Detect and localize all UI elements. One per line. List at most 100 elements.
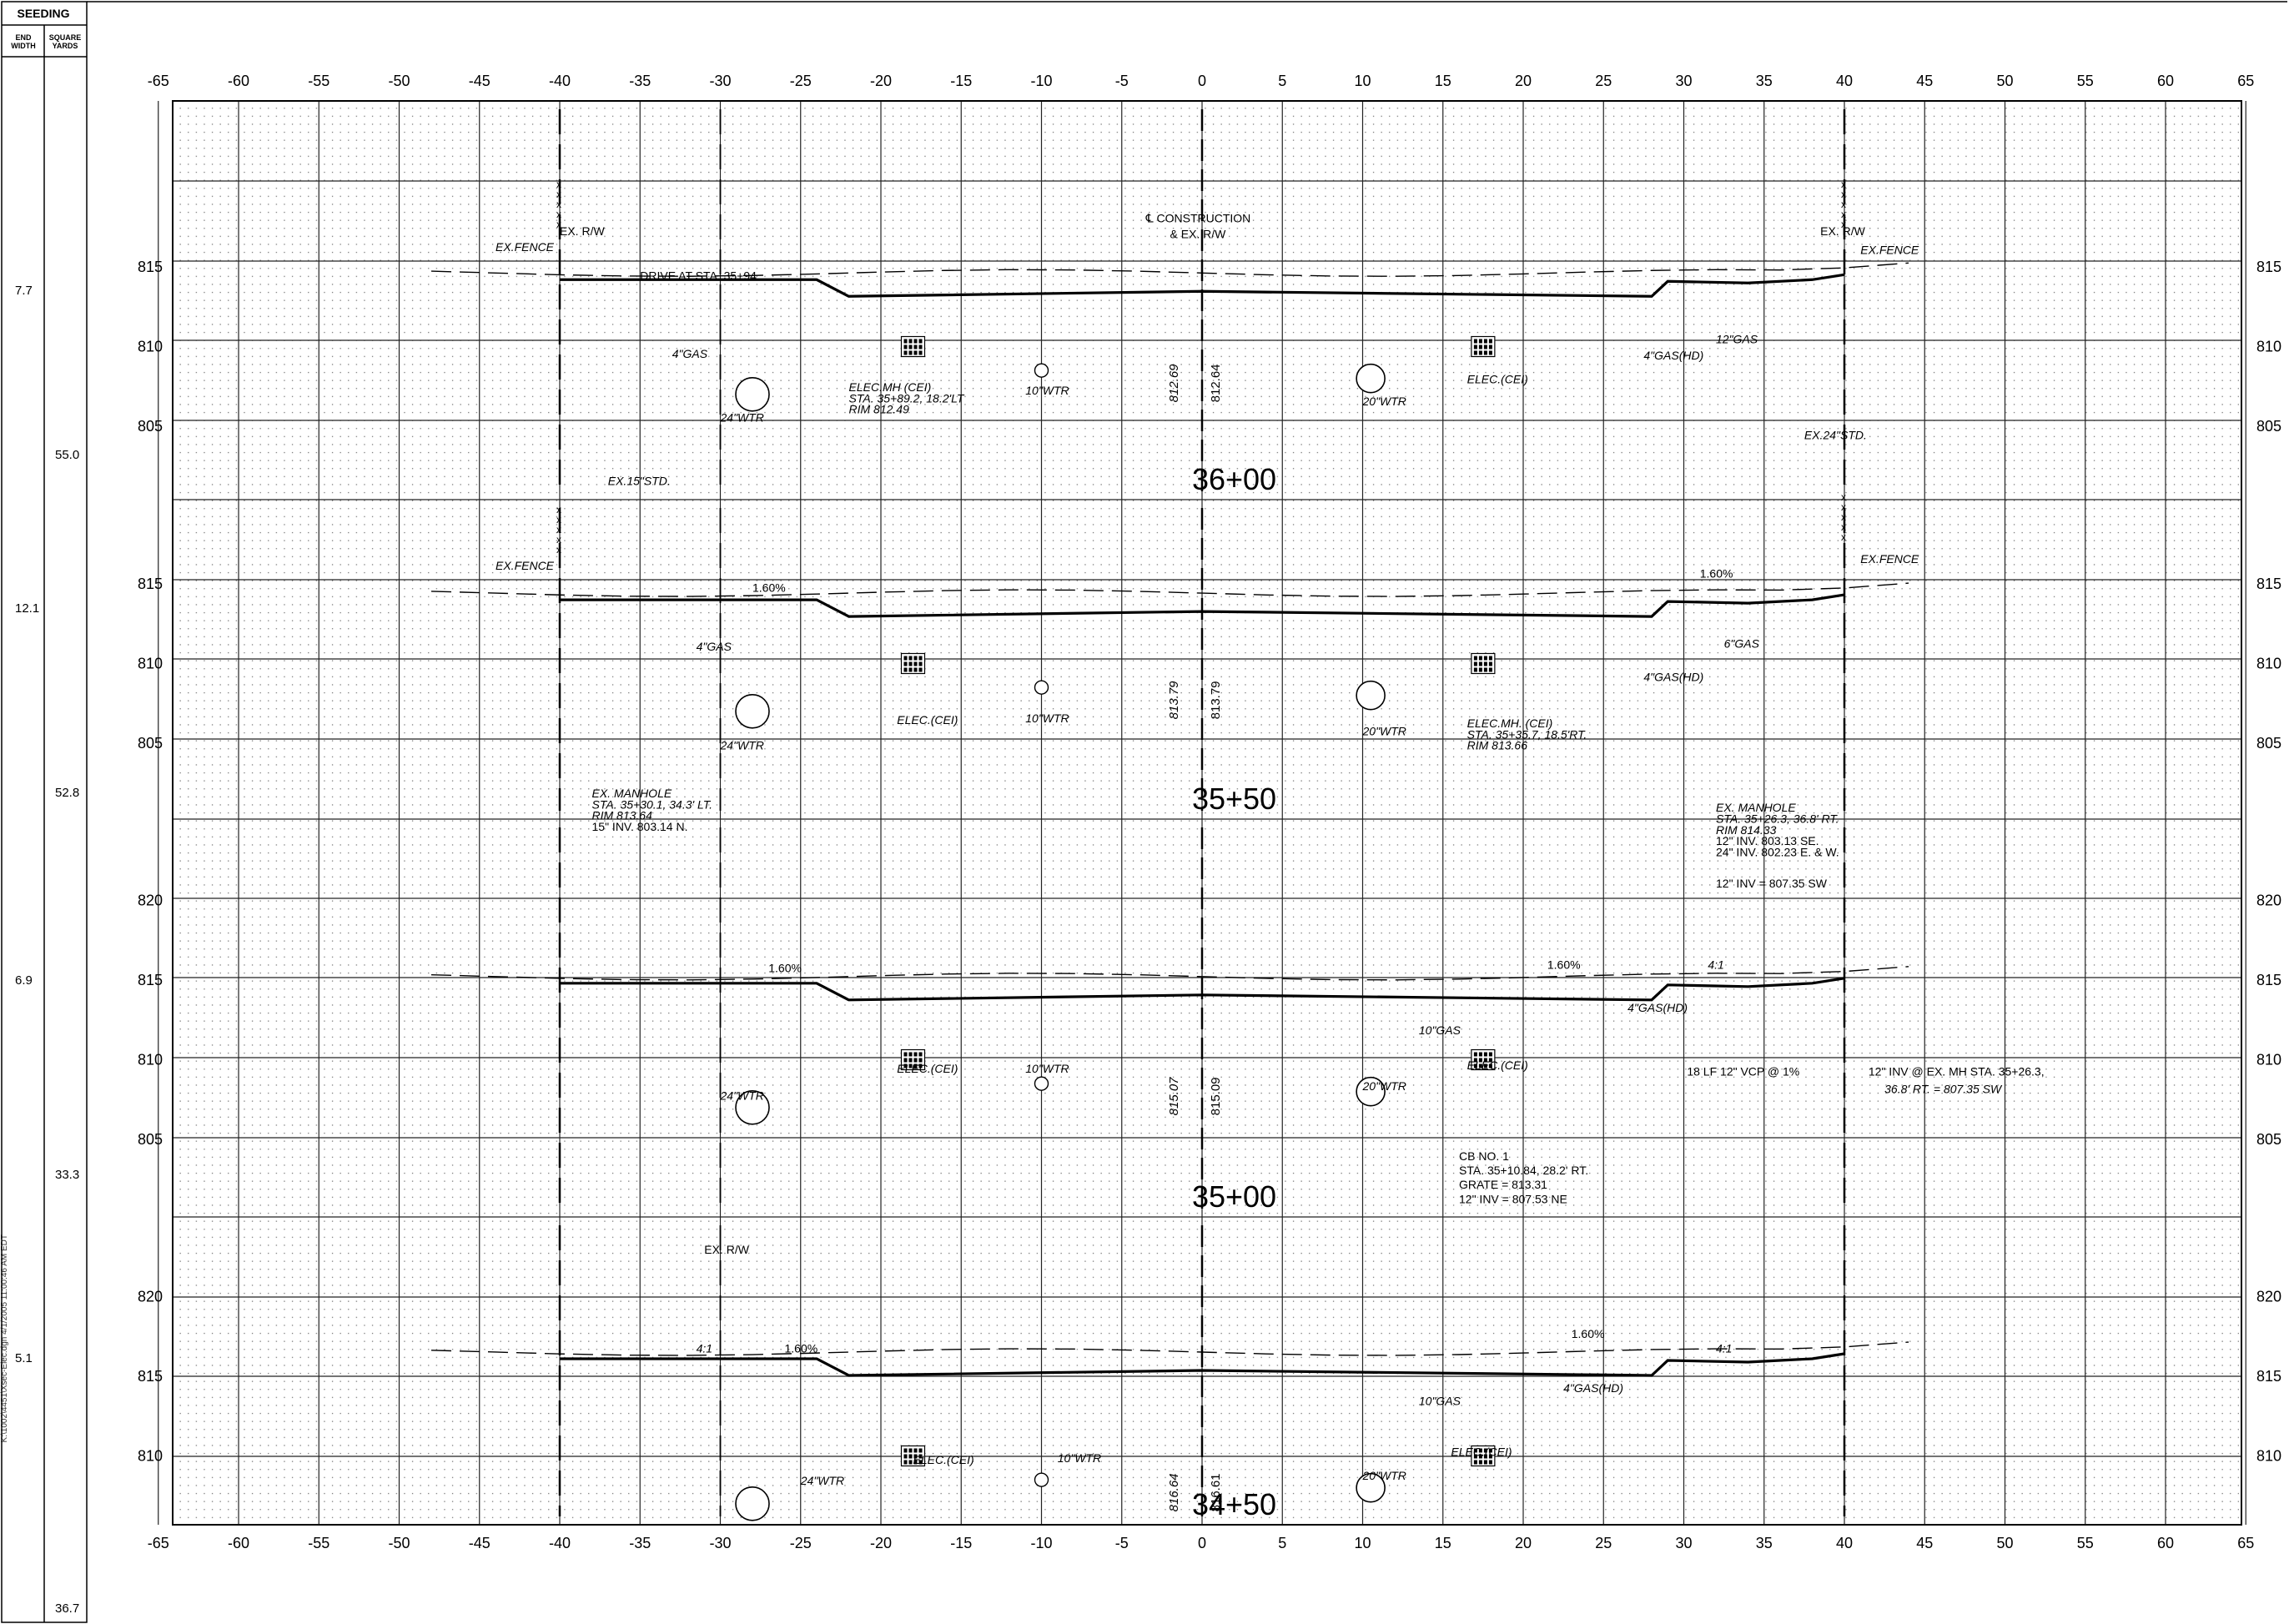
x-tick-label-top: -40 bbox=[549, 73, 571, 89]
x-tick-label-top: 30 bbox=[1675, 73, 1692, 89]
seeding-width-4: 5.1 bbox=[15, 1351, 33, 1365]
annotation-label: RIM 813.66 bbox=[1467, 739, 1528, 752]
annotation-label: 36.8' RT. = 807.35 SW bbox=[1884, 1083, 2003, 1096]
duct-cell bbox=[908, 1460, 913, 1465]
existing-ground-line bbox=[430, 582, 1909, 597]
fence-marker: x bbox=[1841, 178, 1846, 190]
elev-label-left: 815 bbox=[138, 972, 163, 988]
annotation-label: EX.FENCE bbox=[496, 240, 555, 254]
annotation-label: 12" INV @ EX. MH STA. 35+26.3, bbox=[1869, 1065, 2045, 1078]
duct-cell bbox=[908, 1448, 913, 1453]
duct-cell bbox=[1478, 344, 1482, 349]
duct-cell bbox=[1483, 667, 1487, 672]
x-tick-label-top: 40 bbox=[1836, 73, 1853, 89]
fence-marker: x bbox=[556, 534, 561, 546]
x-tick-label-top: -35 bbox=[629, 73, 651, 89]
fence-marker: x bbox=[1841, 209, 1846, 220]
fence-marker: x bbox=[556, 209, 561, 220]
annotation-label: 24" INV. 802.23 E. & W. bbox=[1716, 846, 1839, 859]
fence-marker: x bbox=[1841, 501, 1846, 513]
fence-marker: x bbox=[556, 544, 561, 556]
annotation-label: EX.FENCE bbox=[1860, 244, 1919, 257]
x-tick-label-top: -30 bbox=[709, 73, 731, 89]
x-tick-label-top: 5 bbox=[1278, 73, 1286, 89]
annotation-label: 1.60% bbox=[1572, 1327, 1605, 1340]
seeding-width-3: 6.9 bbox=[15, 973, 33, 988]
annotation-label: 12" INV = 807.35 SW bbox=[1716, 877, 1828, 890]
water-main-pipe bbox=[735, 1090, 770, 1125]
x-tick-label-bottom: -20 bbox=[870, 1535, 892, 1551]
elev-label-right: 810 bbox=[2256, 1448, 2281, 1465]
annotation-label: EX.24"STD. bbox=[1804, 428, 1867, 441]
duct-cell bbox=[903, 656, 908, 661]
duct-cell bbox=[918, 1063, 923, 1068]
elev-label-left: 805 bbox=[138, 418, 163, 435]
duct-cell bbox=[1478, 1058, 1482, 1063]
duct-cell bbox=[1478, 1460, 1482, 1465]
duct-cell bbox=[918, 339, 923, 344]
centerline-elevation: 812.64 bbox=[1209, 364, 1223, 402]
x-tick-label-bottom: -35 bbox=[629, 1535, 651, 1551]
annotation-label: CB NO. 1 bbox=[1459, 1149, 1509, 1163]
seeding-yards-4: 36.7 bbox=[55, 1601, 80, 1616]
annotation-label: 24"WTR bbox=[720, 739, 764, 752]
station-label: 35+00 bbox=[1192, 1179, 1276, 1214]
x-tick-label-top: 50 bbox=[1996, 73, 2013, 89]
square-yards-header: SQUARE YARDS bbox=[48, 33, 82, 50]
annotation-label: 10"WTR bbox=[1025, 384, 1069, 397]
existing-ground-line bbox=[430, 966, 1909, 981]
duct-cell bbox=[1473, 344, 1477, 349]
duct-cell bbox=[1478, 667, 1482, 672]
duct-cell bbox=[908, 1454, 913, 1459]
duct-cell bbox=[903, 350, 908, 355]
fence-marker: x bbox=[556, 199, 561, 210]
duct-cell bbox=[1488, 1460, 1492, 1465]
duct-cell bbox=[913, 1063, 918, 1068]
duct-cell bbox=[1483, 1448, 1487, 1453]
fence-marker: x bbox=[1841, 189, 1846, 200]
duct-cell bbox=[1473, 667, 1477, 672]
duct-cell bbox=[1473, 656, 1477, 661]
duct-cell bbox=[1478, 350, 1482, 355]
duct-cell bbox=[1478, 339, 1482, 344]
annotation-label: ELEC.(CEI) bbox=[1451, 1446, 1512, 1459]
elev-label-right: 805 bbox=[2256, 1131, 2281, 1148]
annotation-label: STA. 35+30.1, 34.3' LT. bbox=[592, 797, 712, 811]
x-tick-label-bottom: -65 bbox=[148, 1535, 169, 1551]
duct-cell bbox=[1473, 1448, 1477, 1453]
fence-marker: x bbox=[556, 504, 561, 515]
annotation-label: STA. 35+10.84, 28.2' RT. bbox=[1459, 1164, 1588, 1177]
annotation-label: EX. R/W bbox=[1820, 224, 1865, 238]
duct-cell bbox=[913, 1058, 918, 1063]
duct-cell bbox=[1488, 1063, 1492, 1068]
x-tick-label-top: -5 bbox=[1115, 73, 1129, 89]
duct-cell bbox=[918, 667, 923, 672]
duct-cell bbox=[913, 667, 918, 672]
duct-cell bbox=[1478, 1448, 1482, 1453]
annotation-label: 10"WTR bbox=[1025, 711, 1069, 725]
proposed-section-line bbox=[560, 1352, 1845, 1377]
annotation-label: EX.FENCE bbox=[496, 559, 555, 572]
x-tick-label-bottom: -55 bbox=[308, 1535, 330, 1551]
duct-cell bbox=[903, 1063, 908, 1068]
annotation-label: 4:1 bbox=[1716, 1341, 1732, 1355]
annotation-label: 10"GAS bbox=[1419, 1023, 1461, 1037]
x-tick-label-bottom: 50 bbox=[1996, 1535, 2013, 1551]
annotation-label: STA. 35+89.2, 18.2'LT bbox=[849, 391, 965, 405]
x-tick-label-top: 15 bbox=[1435, 73, 1451, 89]
duct-cell bbox=[1473, 1063, 1477, 1068]
annotation-label: EX. R/W bbox=[704, 1243, 749, 1256]
water-main-pipe bbox=[1356, 363, 1386, 394]
elev-label-right: 815 bbox=[2256, 1368, 2281, 1385]
station-label: 34+50 bbox=[1192, 1487, 1276, 1521]
annotation-label: 24"WTR bbox=[800, 1474, 844, 1487]
station-label: 36+00 bbox=[1192, 462, 1276, 496]
fence-marker: x bbox=[556, 524, 561, 535]
duct-cell bbox=[1483, 661, 1487, 666]
annotation-label: ELEC.(CEI) bbox=[897, 713, 958, 727]
x-tick-label-top: 35 bbox=[1756, 73, 1773, 89]
x-tick-label-bottom: 65 bbox=[2237, 1535, 2254, 1551]
seeding-table: SEEDING END WIDTH SQUARE YARDS 7.7 55.0 … bbox=[0, 0, 88, 1624]
duct-cell bbox=[918, 1448, 923, 1453]
duct-cell bbox=[1483, 1052, 1487, 1057]
